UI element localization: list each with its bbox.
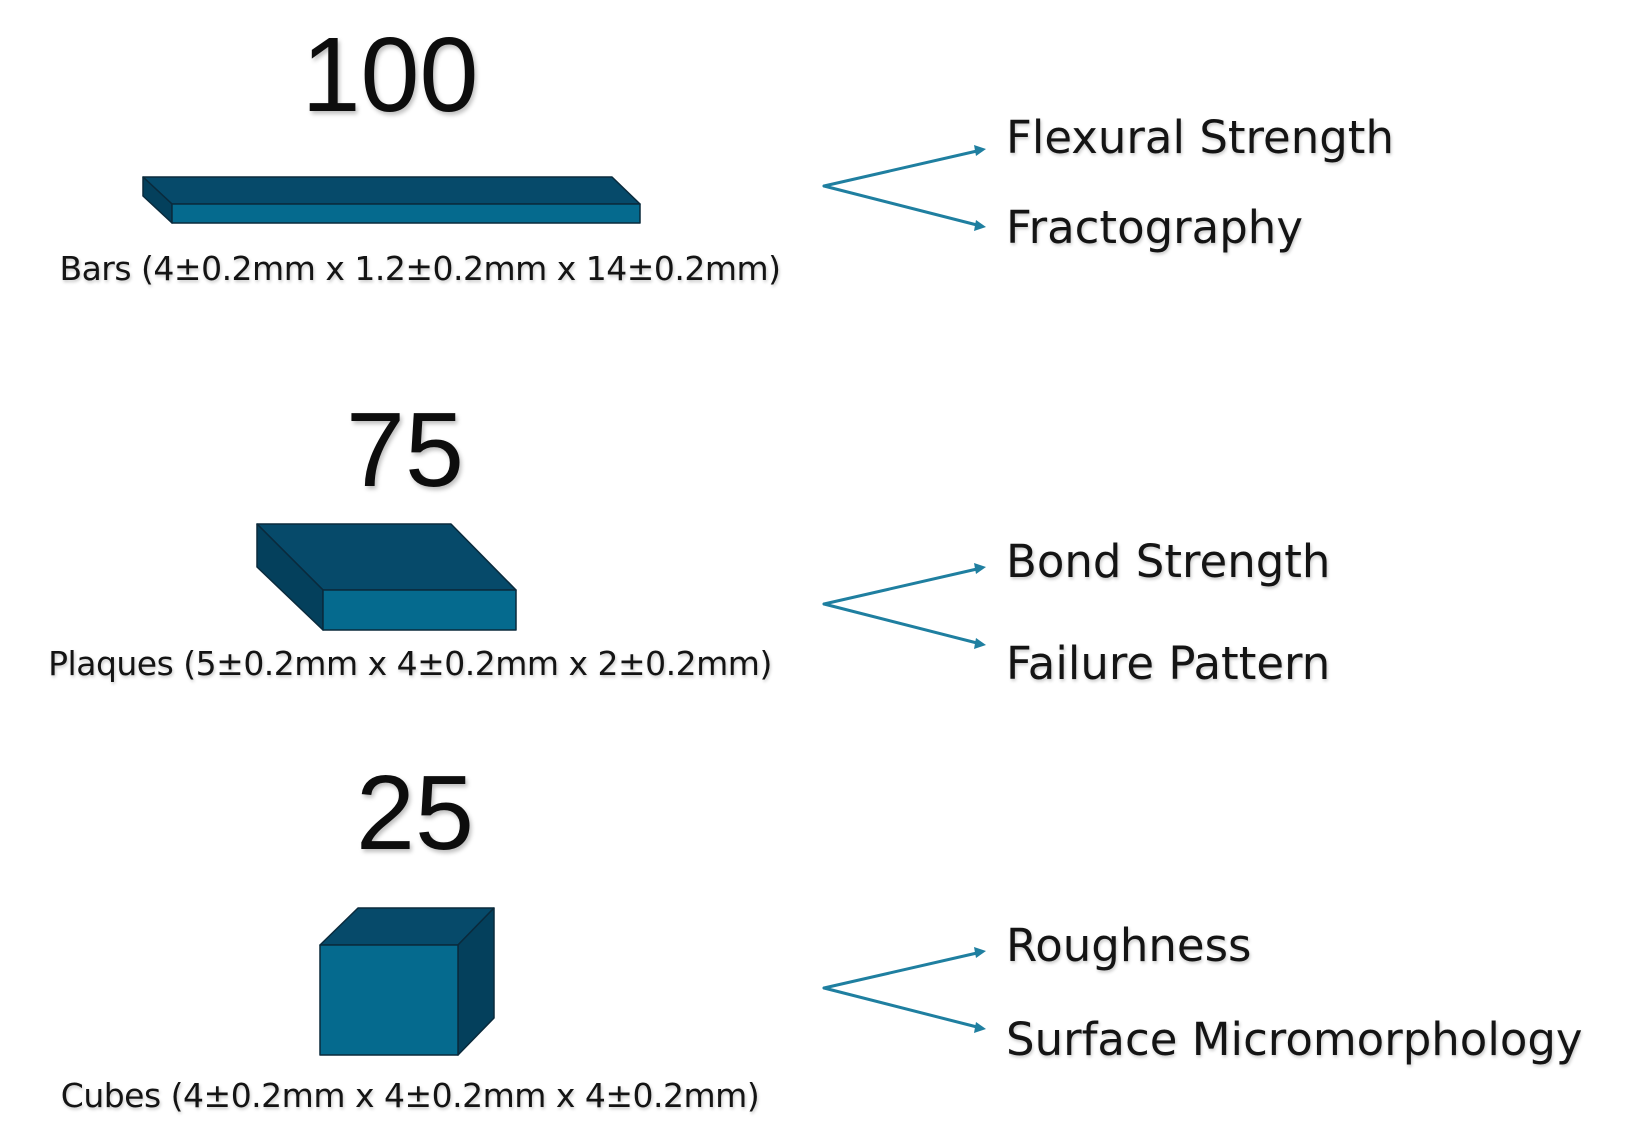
plaques-caption: Plaques (5±0.2mm x 4±0.2mm x 2±0.2mm) [48,644,772,683]
bars-caption: Bars (4±0.2mm x 1.2±0.2mm x 14±0.2mm) [59,249,781,288]
plaques-outcome-failure-pattern: Failure Pattern [1006,637,1331,690]
plaques-outcome-bond-strength: Bond Strength [1006,535,1331,588]
cubes-outcome-roughness: Roughness [1006,919,1252,972]
cubes-outcome-surface-micromorphology: Surface Micromorphology [1006,1013,1583,1066]
cubes-caption: Cubes (4±0.2mm x 4±0.2mm x 4±0.2mm) [60,1076,760,1115]
bars-outcome-flexural-strength: Flexural Strength [1006,111,1394,164]
cubes-count: 25 [356,754,474,872]
bars-count: 100 [301,16,479,134]
plaques-count: 75 [346,391,464,509]
bars-outcome-fractography: Fractography [1006,201,1303,254]
